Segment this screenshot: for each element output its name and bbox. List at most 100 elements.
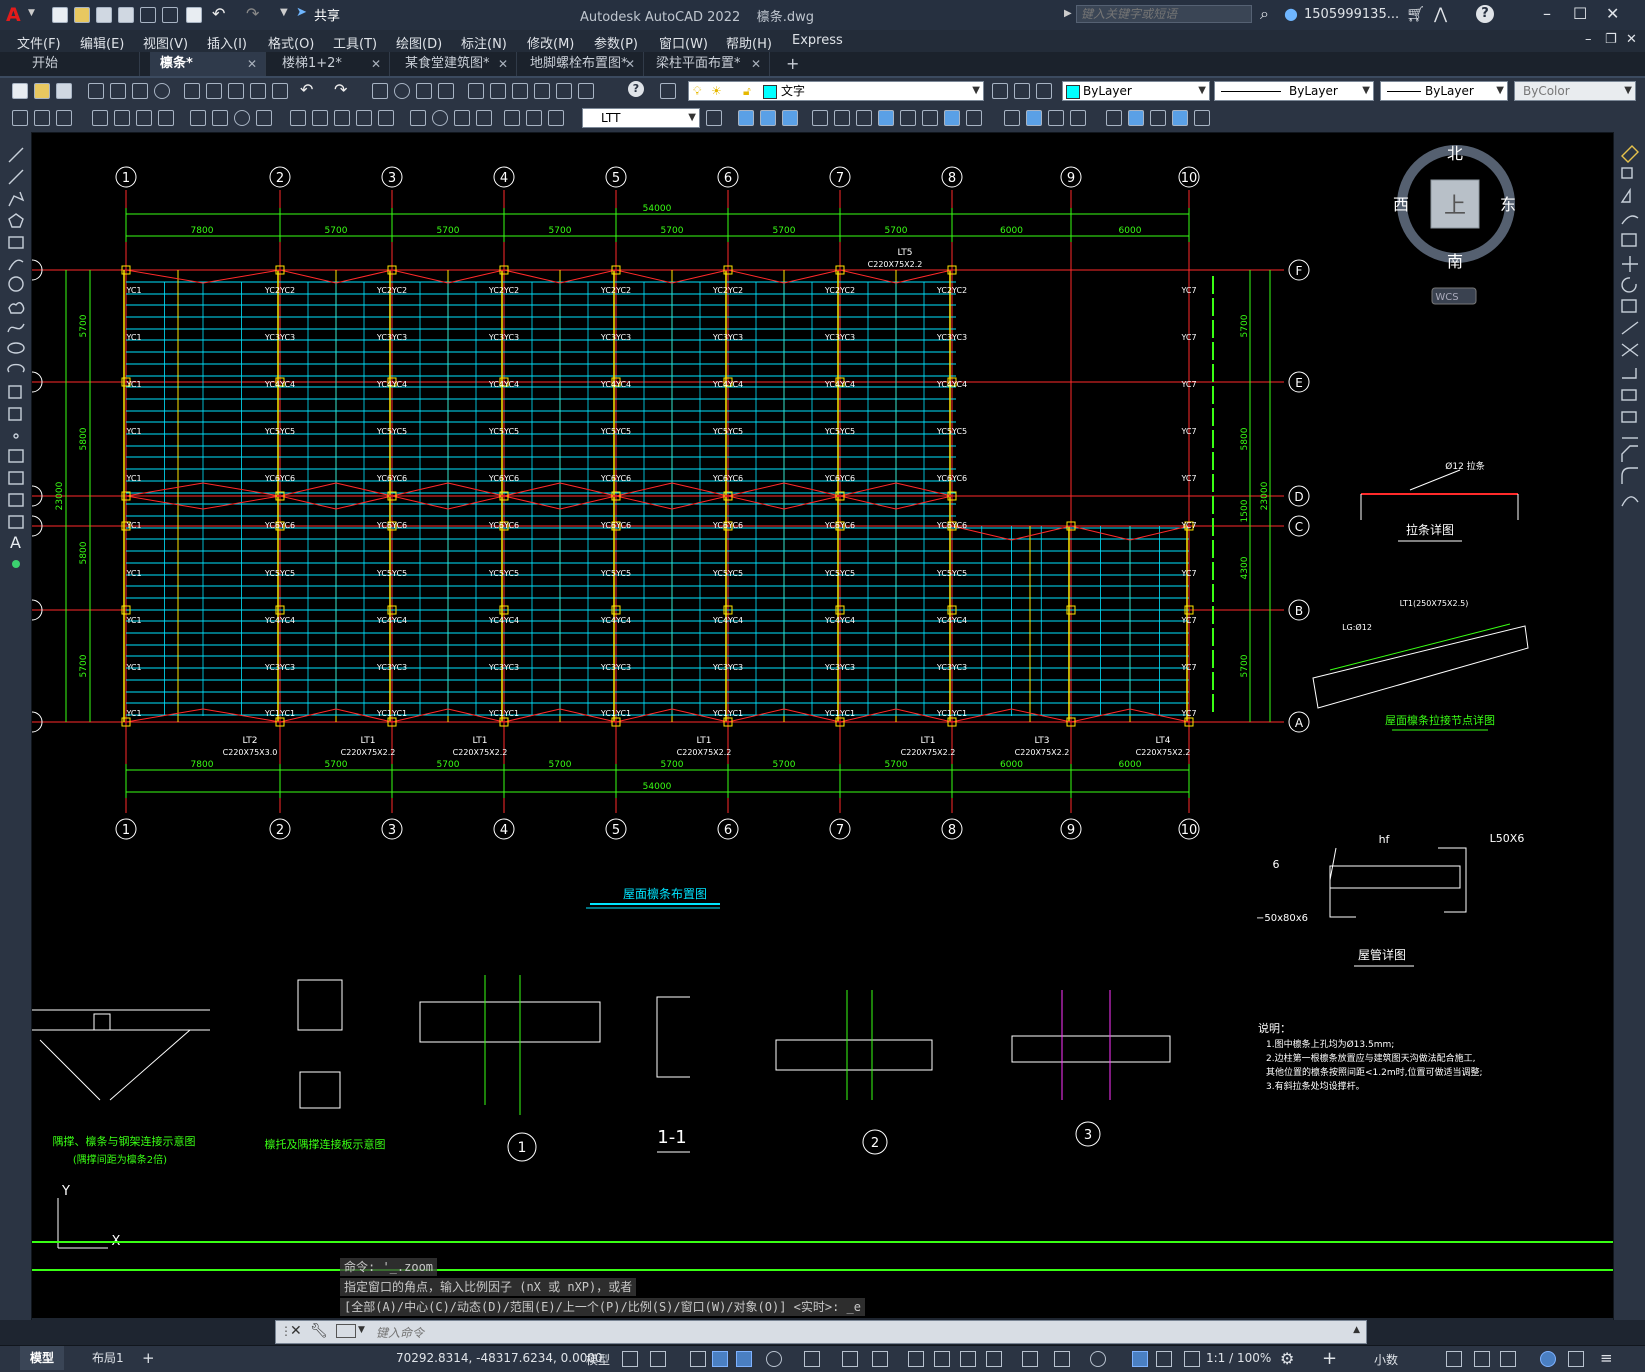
doc-close-button[interactable]: ✕ — [1626, 32, 1637, 47]
zoom-realtime-icon[interactable] — [394, 83, 410, 99]
annotation-visibility-icon[interactable] — [1132, 1351, 1148, 1367]
lock-ui-icon[interactable] — [1474, 1351, 1490, 1367]
dim-angular-icon[interactable] — [256, 110, 272, 126]
autodesk-a360-icon[interactable]: ⋀ — [1434, 4, 1448, 23]
edit-array-icon[interactable] — [1194, 110, 1210, 126]
menu-edit[interactable]: 编辑(E) — [80, 37, 125, 52]
tab-canteen[interactable]: 某食堂建筑图*✕ — [395, 52, 517, 76]
tab-start[interactable]: 开始 — [22, 52, 140, 76]
qat-more-icon[interactable]: ▼ — [280, 7, 288, 18]
dim-ordinate-icon[interactable] — [158, 110, 174, 126]
user-icon[interactable]: ● — [1284, 4, 1298, 23]
search-input[interactable] — [1076, 5, 1252, 23]
tab-close-icon[interactable]: ✕ — [624, 57, 635, 71]
command-recent-dropdown-icon[interactable]: ▼ — [358, 1325, 365, 1335]
doc-restore-button[interactable]: ❐ — [1605, 32, 1617, 47]
gizmo-icon[interactable] — [1090, 1351, 1106, 1367]
zoom-previous-icon[interactable] — [438, 83, 454, 99]
menu-file[interactable]: 文件(F) — [17, 37, 61, 52]
scale-icon[interactable] — [900, 110, 916, 126]
plot-icon[interactable] — [88, 83, 104, 99]
qat-export-icon[interactable] — [162, 7, 178, 23]
qat-new-icon[interactable] — [52, 7, 68, 23]
matchprop-icon[interactable] — [250, 83, 266, 99]
stretch-icon[interactable] — [922, 110, 938, 126]
trim-icon[interactable] — [944, 110, 960, 126]
isodraft-icon[interactable] — [804, 1351, 820, 1367]
toolbar-icon-a[interactable] — [12, 110, 28, 126]
tool-palettes-icon[interactable] — [512, 83, 528, 99]
calculator-icon[interactable] — [578, 83, 594, 99]
infer-constraints-icon[interactable] — [690, 1351, 706, 1367]
new-tab-button[interactable]: + — [786, 54, 800, 73]
command-up-icon[interactable]: ▲ — [1353, 1325, 1360, 1335]
copy-object-icon[interactable] — [760, 110, 776, 126]
annotation-monitor-icon[interactable]: + — [1322, 1348, 1338, 1369]
tab-anchor-bolt[interactable]: 地脚螺栓布置图*✕ — [520, 52, 644, 76]
copy-icon[interactable] — [206, 83, 222, 99]
tab-close-icon[interactable]: ✕ — [370, 57, 381, 71]
share-button[interactable]: ➤ 共享 — [296, 5, 340, 25]
menu-express[interactable]: Express — [792, 33, 843, 48]
explode-icon[interactable] — [1106, 110, 1122, 126]
command-close-icon[interactable]: ✕ — [290, 1323, 302, 1339]
qat-save-icon[interactable] — [96, 7, 112, 23]
clean-screen-icon[interactable] — [1568, 1351, 1584, 1367]
layer-state-icon[interactable] — [1036, 83, 1052, 99]
user-name[interactable]: 1505999135... — [1304, 7, 1400, 22]
cut-icon[interactable] — [184, 83, 200, 99]
help-icon-2[interactable]: ? — [628, 81, 644, 97]
save-icon[interactable] — [56, 83, 72, 99]
dim-break-icon[interactable] — [378, 110, 394, 126]
tab-layout1[interactable]: 布局1 — [92, 1351, 124, 1365]
3d-osnap-icon[interactable] — [986, 1351, 1002, 1367]
inspect-icon[interactable] — [454, 110, 470, 126]
grid-icon[interactable] — [622, 1351, 638, 1367]
snap-icon[interactable] — [650, 1351, 666, 1367]
edit-hatch-icon[interactable] — [1172, 110, 1188, 126]
sheet-set-icon[interactable] — [534, 83, 550, 99]
qat-print-icon[interactable] — [186, 7, 202, 23]
edit-polyline-icon[interactable] — [1128, 110, 1144, 126]
array-icon[interactable] — [834, 110, 850, 126]
undo-icon[interactable]: ↶ — [300, 80, 314, 99]
object-snap-icon[interactable] — [872, 1351, 888, 1367]
menu-format[interactable]: 格式(O) — [268, 37, 315, 52]
pan-icon[interactable] — [372, 83, 388, 99]
command-customize-icon[interactable]: 🔧︎ — [310, 1323, 328, 1339]
tab-close-icon[interactable]: ✕ — [497, 57, 508, 71]
dim-diameter-icon[interactable] — [234, 110, 250, 126]
auto-scale-icon[interactable] — [1156, 1351, 1172, 1367]
make-current-icon[interactable] — [992, 83, 1008, 99]
command-recent-icon[interactable] — [336, 1324, 356, 1338]
coordinate-readout[interactable]: 70292.8314, -48317.6234, 0.0000 — [396, 1351, 603, 1365]
menu-window[interactable]: 窗口(W) — [659, 37, 708, 52]
layer-properties-icon[interactable] — [660, 83, 676, 99]
mirror-icon[interactable] — [782, 110, 798, 126]
menu-help[interactable]: 帮助(H) — [726, 37, 772, 52]
dynamic-input-icon[interactable] — [712, 1351, 728, 1367]
selection-cycling-icon[interactable] — [960, 1351, 976, 1367]
dim-baseline-icon[interactable] — [312, 110, 328, 126]
new-icon[interactable] — [12, 83, 28, 99]
dim-radius-icon[interactable] — [190, 110, 206, 126]
chamfer-icon[interactable] — [1048, 110, 1064, 126]
search-icon[interactable]: ⌕ — [1260, 4, 1269, 23]
help-icon[interactable]: ? — [1476, 5, 1494, 23]
quick-properties-icon[interactable] — [1446, 1351, 1462, 1367]
dim-continue-icon[interactable] — [334, 110, 350, 126]
dim-arc-icon[interactable] — [136, 110, 152, 126]
ortho-icon[interactable] — [736, 1351, 752, 1367]
menu-parametric[interactable]: 参数(P) — [594, 37, 638, 52]
move-icon[interactable] — [856, 110, 872, 126]
layer-previous-icon[interactable] — [1014, 83, 1030, 99]
tab-close-icon[interactable]: ✕ — [246, 57, 257, 71]
cart-icon[interactable]: 🛒︎ — [1406, 5, 1426, 23]
dim-linear-icon[interactable] — [92, 110, 108, 126]
dimstyle-icon[interactable] — [706, 110, 722, 126]
workspace-gear-icon[interactable]: ⚙ — [1280, 1349, 1295, 1368]
edit-spline-icon[interactable] — [1150, 110, 1166, 126]
design-center-icon[interactable] — [490, 83, 506, 99]
polar-icon[interactable] — [766, 1351, 782, 1367]
